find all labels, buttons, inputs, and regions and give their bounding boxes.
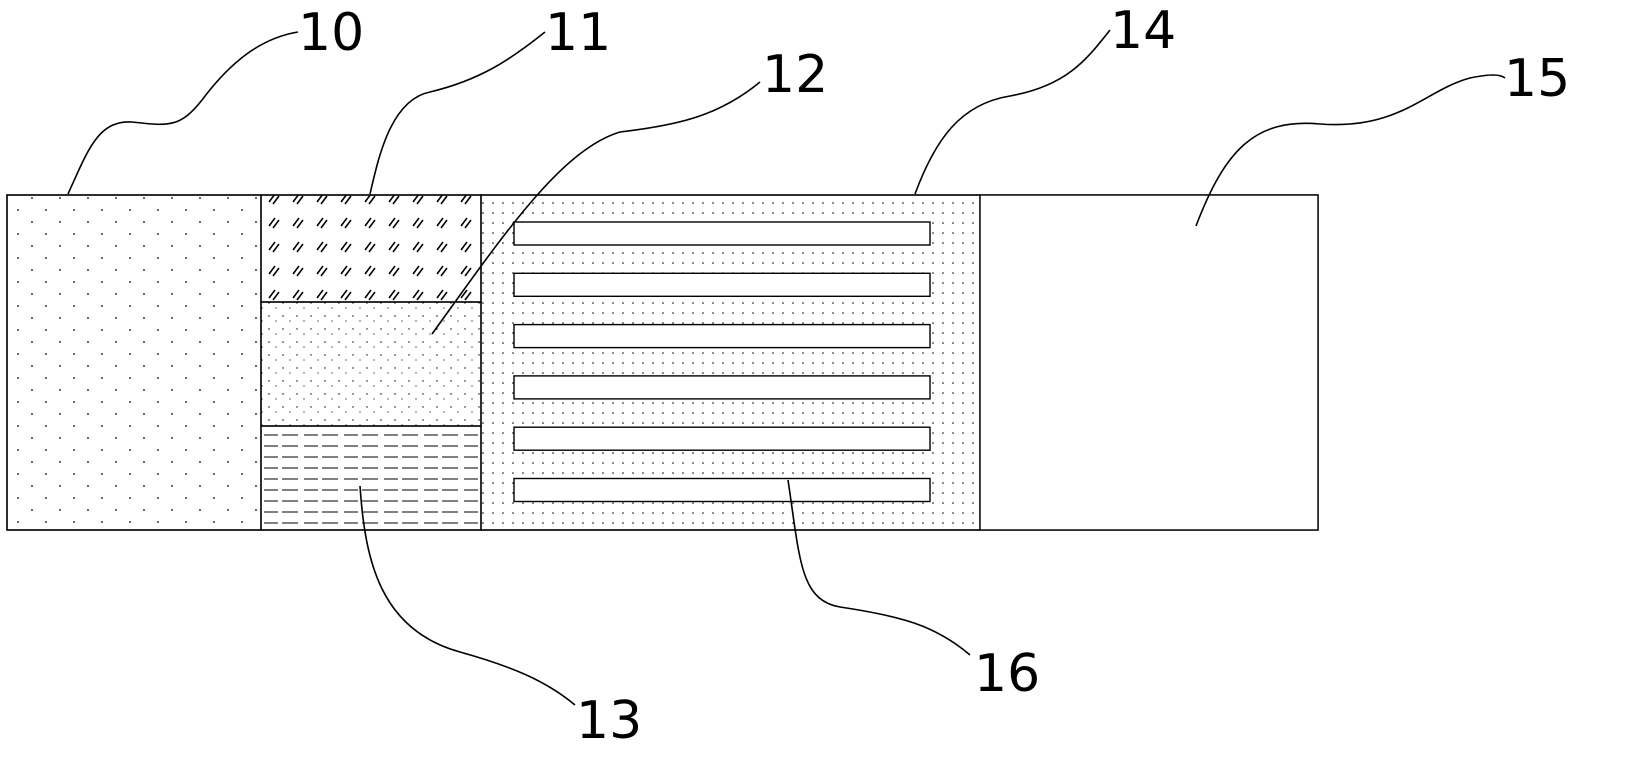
leader-line-10 — [67, 31, 299, 195]
slot-3 — [513, 323, 931, 349]
leader-line-16 — [787, 479, 971, 656]
label-15: 15 — [1504, 49, 1570, 109]
leader-line-14 — [914, 29, 1111, 195]
label-12: 12 — [762, 45, 828, 105]
slot-5 — [513, 426, 931, 451]
label-14: 14 — [1110, 1, 1176, 61]
label-11: 11 — [545, 3, 611, 63]
slot-2 — [513, 272, 931, 297]
leader-line-15 — [1195, 74, 1506, 227]
section-13-region — [260, 425, 482, 531]
leader-line-12 — [431, 81, 761, 335]
slot-group — [513, 221, 931, 503]
section-10-region — [6, 194, 262, 531]
section-11-region — [260, 194, 482, 303]
slot-4 — [513, 375, 931, 400]
label-13: 13 — [576, 691, 642, 751]
leader-line-11 — [369, 31, 546, 195]
label-10: 10 — [298, 3, 364, 63]
section-14-region — [480, 194, 981, 531]
section-15-region — [979, 194, 1319, 531]
slot-6 — [513, 477, 931, 503]
section-12-region — [260, 301, 482, 427]
leader-line-13 — [359, 485, 576, 706]
slot-1 — [513, 221, 931, 246]
label-16: 16 — [974, 644, 1040, 704]
